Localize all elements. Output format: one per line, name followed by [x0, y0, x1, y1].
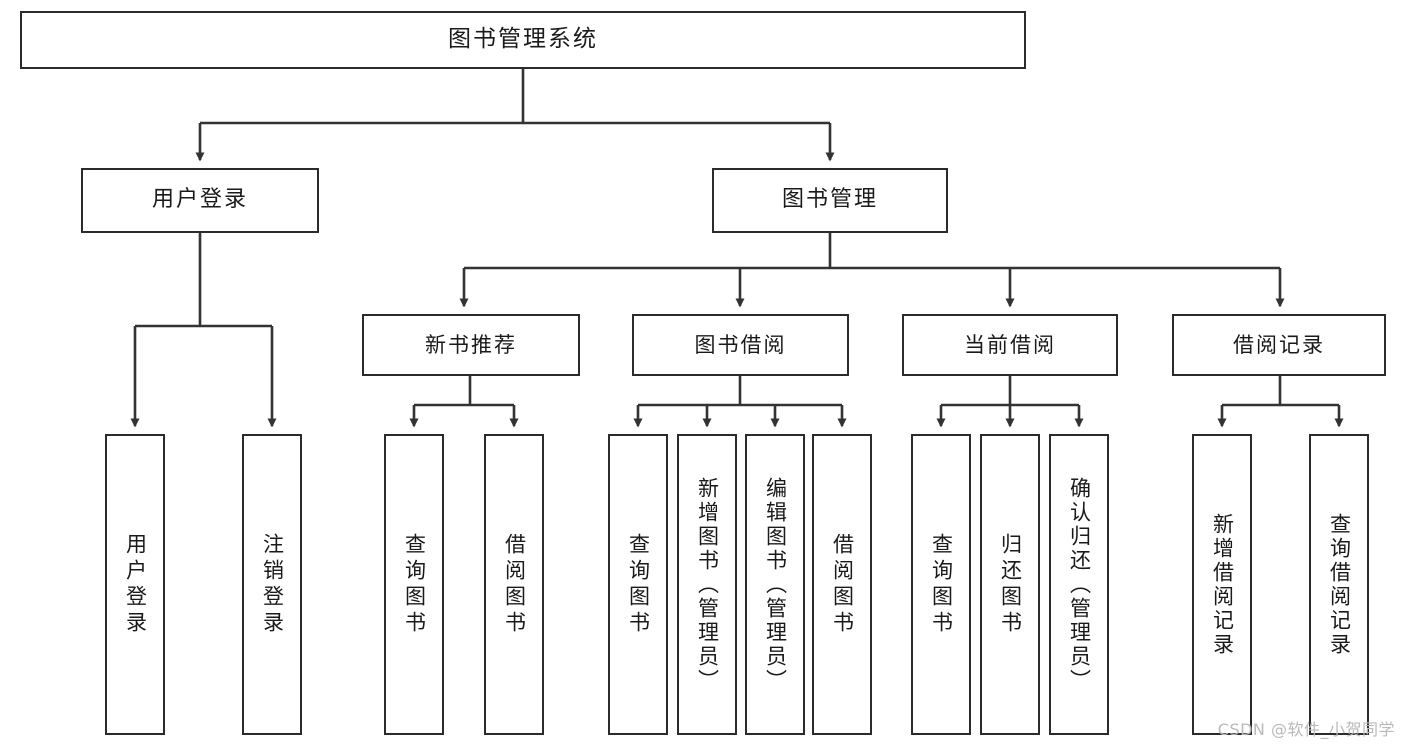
- node-label: 借阅记录: [1233, 332, 1325, 357]
- node-label: 新增图书（管理员）: [695, 476, 720, 693]
- node-label: 图书管理: [781, 187, 878, 213]
- node-label: 用户登录: [123, 532, 148, 637]
- node-label: 查询图书: [402, 532, 427, 637]
- node-label: 新书推荐: [425, 332, 517, 357]
- node-current-borrowing[interactable]: 当前借阅: [902, 314, 1118, 376]
- leaf-node-return-book[interactable]: 归还图书: [980, 434, 1040, 735]
- node-label: 确认归还（管理员）: [1067, 476, 1092, 693]
- node-label: 借阅图书: [830, 532, 855, 637]
- node-label: 查询借阅记录: [1327, 512, 1352, 657]
- node-book-management-system[interactable]: 图书管理系统: [20, 11, 1026, 69]
- leaf-node-user-login[interactable]: 用户登录: [105, 434, 165, 735]
- node-label: 当前借阅: [964, 332, 1056, 357]
- leaf-node-edit-book-admin[interactable]: 编辑图书（管理员）: [745, 434, 805, 735]
- leaf-node-query-book-recommendation[interactable]: 查询图书: [384, 434, 444, 735]
- node-label: 图书借阅: [694, 332, 787, 357]
- leaf-node-logout-login[interactable]: 注销登录: [242, 434, 302, 735]
- leaf-node-query-book-borrowing[interactable]: 查询图书: [608, 434, 668, 735]
- leaf-node-add-borrow-record[interactable]: 新增借阅记录: [1192, 434, 1252, 735]
- leaf-node-confirm-return-admin[interactable]: 确认归还（管理员）: [1049, 434, 1109, 735]
- node-label: 查询图书: [626, 532, 651, 637]
- node-new-book-recommendation[interactable]: 新书推荐: [362, 314, 580, 376]
- leaf-node-add-book-admin[interactable]: 新增图书（管理员）: [677, 434, 737, 735]
- node-label: 新增借阅记录: [1210, 512, 1235, 657]
- leaf-node-borrow-book[interactable]: 借阅图书: [812, 434, 872, 735]
- node-book-management[interactable]: 图书管理: [712, 168, 948, 233]
- node-label: 注销登录: [260, 532, 285, 637]
- node-book-borrowing[interactable]: 图书借阅: [632, 314, 849, 376]
- leaf-node-query-borrow-record[interactable]: 查询借阅记录: [1309, 434, 1369, 735]
- leaf-node-query-book-current[interactable]: 查询图书: [911, 434, 971, 735]
- node-label: 借阅图书: [502, 532, 527, 637]
- leaf-node-borrow-book-recommendation[interactable]: 借阅图书: [484, 434, 544, 735]
- node-label: 用户登录: [151, 187, 248, 213]
- csdn-watermark: CSDN @软件_小贺同学: [1217, 720, 1395, 739]
- node-borrowing-record[interactable]: 借阅记录: [1172, 314, 1386, 376]
- node-label: 图书管理系统: [448, 26, 598, 53]
- node-label: 查询图书: [929, 532, 954, 637]
- node-label: 归还图书: [998, 532, 1023, 637]
- node-user-login[interactable]: 用户登录: [81, 168, 319, 233]
- node-label: 编辑图书（管理员）: [763, 476, 788, 693]
